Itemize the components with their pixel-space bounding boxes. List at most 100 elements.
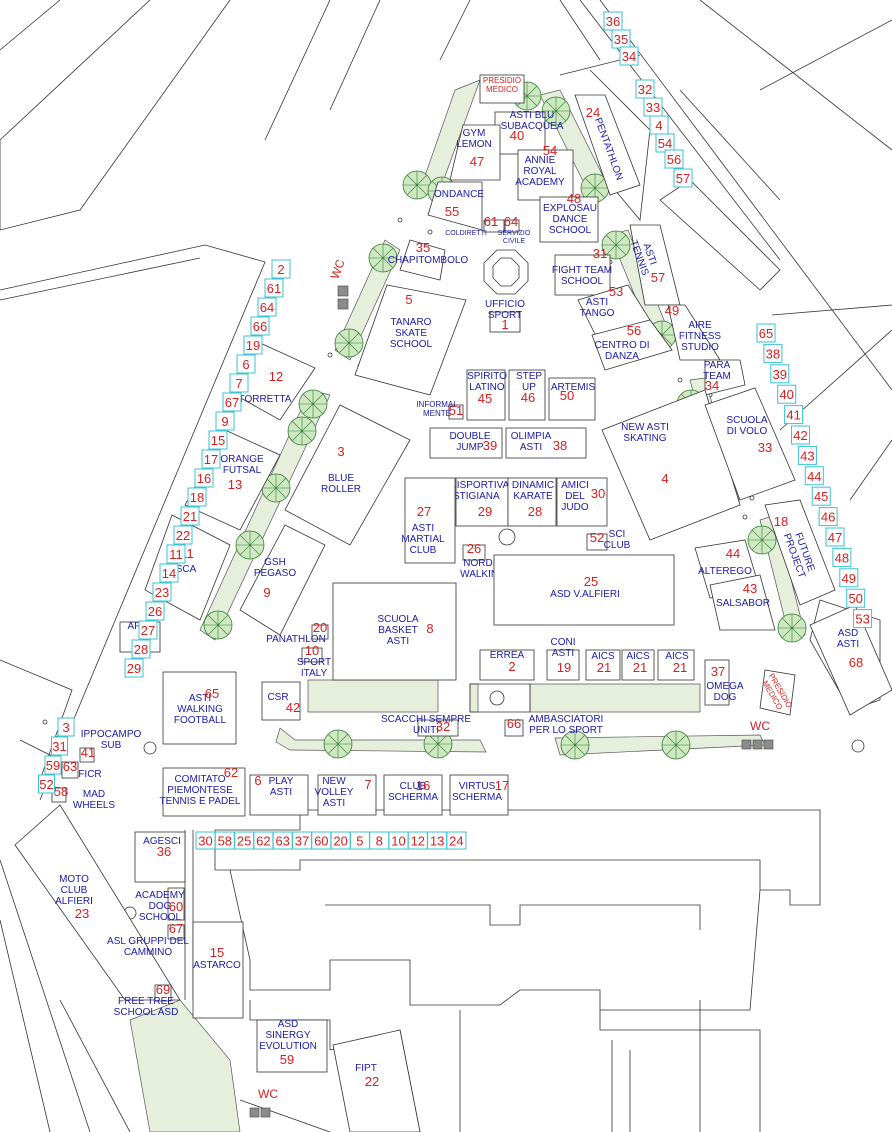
stall[interactable]: 36 [603,11,623,31]
stall[interactable]: 30 [195,831,216,850]
stall[interactable]: 2 [271,259,291,279]
stall[interactable]: 34 [619,46,639,66]
stall[interactable]: 17 [201,449,221,469]
stall[interactable]: 63 [272,831,293,850]
stall[interactable]: 15 [208,430,228,450]
stall[interactable]: 12 [407,831,428,850]
stall[interactable]: 23 [152,582,172,602]
stall[interactable]: 25 [234,831,255,850]
stall[interactable]: 39 [770,364,790,384]
stall[interactable]: 20 [330,831,351,850]
stall[interactable]: 41 [784,405,804,425]
stall[interactable]: 16 [194,468,214,488]
stall[interactable]: 5 [349,831,370,850]
stall[interactable]: 6 [236,354,256,374]
stall[interactable]: 65 [756,323,776,343]
stall[interactable]: 18 [187,487,207,507]
stall[interactable]: 10 [388,831,409,850]
stall[interactable]: 26 [145,601,165,621]
stall[interactable]: 8 [369,831,390,850]
stall[interactable]: 43 [797,445,817,465]
stall[interactable]: 49 [839,568,859,588]
stall[interactable]: 37 [292,831,312,850]
stall[interactable]: 7 [229,373,249,393]
stall[interactable]: 46 [818,507,838,527]
stall[interactable]: 53 [853,609,873,629]
stall[interactable]: 31 [51,736,68,756]
stall[interactable]: 13 [427,831,448,850]
stall[interactable]: 50 [846,588,866,608]
stall[interactable]: 47 [825,527,845,547]
stall[interactable]: 60 [311,831,332,850]
stall[interactable]: 29 [124,658,144,678]
stall[interactable]: 64 [257,297,277,317]
stall[interactable]: 27 [138,620,158,640]
stall[interactable]: 19 [243,335,263,355]
stall[interactable]: 24 [446,831,467,850]
stall[interactable]: 58 [214,831,235,850]
stall[interactable]: 11 [166,544,186,564]
stall[interactable]: 33 [643,97,663,117]
stall[interactable]: 40 [777,384,797,404]
stall[interactable]: 3 [57,717,75,737]
stall[interactable]: 54 [655,133,675,153]
stall[interactable]: 38 [763,343,783,363]
stall[interactable]: 42 [791,425,810,445]
stall[interactable]: 21 [180,506,200,526]
stall[interactable]: 22 [173,525,193,545]
stall[interactable]: 4 [649,115,669,135]
stall[interactable]: 66 [250,316,270,336]
stall[interactable]: 48 [832,547,852,567]
stall[interactable]: 62 [253,831,274,850]
stall[interactable]: 14 [159,563,179,583]
stall[interactable]: 67 [222,392,242,412]
